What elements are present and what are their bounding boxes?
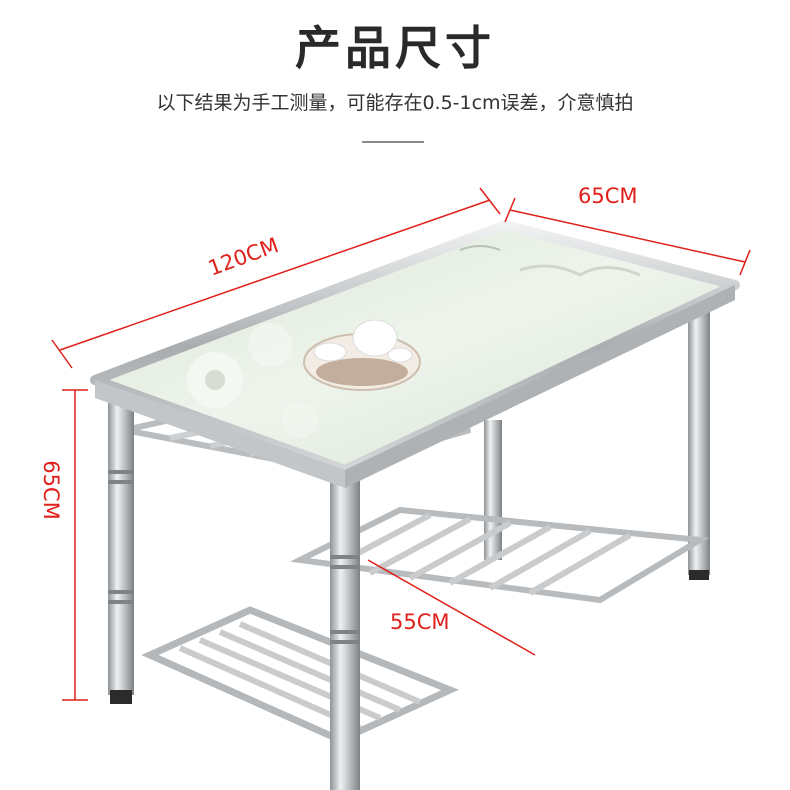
measurement-note: 以下结果为手工测量，可能存在0.5-1cm误差，介意慎拍 — [156, 92, 634, 114]
width-label: 65CM — [578, 184, 638, 208]
back-leg-middle — [484, 420, 502, 560]
height-label: 65CM — [39, 460, 63, 520]
dimension-line-height — [62, 389, 88, 701]
front-leg-right — [330, 470, 360, 790]
depth-label: 55CM — [390, 610, 450, 634]
lower-shelf-back — [289, 506, 710, 604]
dimension-line-width — [504, 197, 751, 276]
dimension-line-depth — [367, 559, 536, 656]
title-divider — [362, 141, 424, 143]
back-leg-right — [688, 300, 710, 580]
page-title: 产品尺寸 — [295, 21, 495, 75]
glass-table-top — [90, 220, 740, 488]
dimension-line-length — [51, 187, 501, 369]
front-leg-left — [108, 395, 134, 704]
